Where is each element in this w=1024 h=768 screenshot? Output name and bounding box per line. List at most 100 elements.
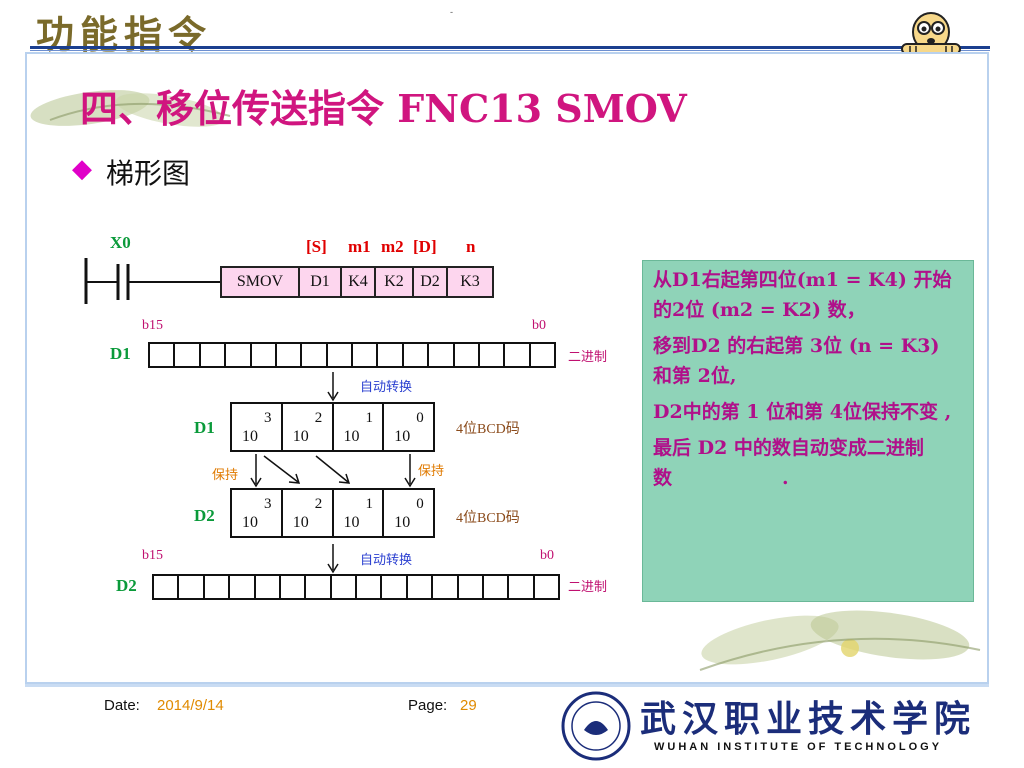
top-reg-type: 二进制 <box>568 350 608 365</box>
bottom-lsb-label: b0 <box>540 548 554 563</box>
bit-cell <box>353 344 379 366</box>
bit-cell <box>378 344 404 366</box>
bit-cell <box>505 344 531 366</box>
operand-d-label: [D] <box>413 237 437 256</box>
footer-page-number: 29 <box>460 697 477 714</box>
bit-cell <box>455 344 480 366</box>
instr-m2: K2 <box>376 268 414 296</box>
bottom-msb-label: b15 <box>142 548 163 563</box>
bit-cell <box>150 344 176 366</box>
operand-m2-label: m2 <box>381 237 404 256</box>
trailing-dot: . <box>782 467 789 489</box>
explanation-line: 最后 D2 中的数自动变成二进制数. <box>653 437 924 489</box>
bcd-d1-type: 4位BCD码 <box>456 422 520 437</box>
down-arrow-icon <box>327 372 339 402</box>
instr-dst: D2 <box>414 268 448 296</box>
frame-bottom-rule <box>25 684 989 687</box>
bit-cell <box>179 576 205 598</box>
instr-n: K3 <box>460 273 480 290</box>
school-name-en: WUHAN INSTITUTE OF TECHNOLOGY <box>654 741 943 753</box>
bit-cell <box>509 576 535 598</box>
operand-n-label: n <box>466 237 476 256</box>
bit-cell <box>429 344 455 366</box>
bcd-d2-type: 4位BCD码 <box>456 511 520 526</box>
explanation-line: 移到D2 的右起第 3位 (n = K3) 和第 2位, <box>653 335 940 387</box>
bit-cell <box>154 576 180 598</box>
bit-cell <box>531 344 554 366</box>
shift-arrows-icon <box>250 454 416 488</box>
bit-cell <box>226 344 252 366</box>
operand-m1-label: m1 <box>348 237 371 256</box>
diamond-bullet-icon: ◆ <box>72 154 92 184</box>
bit-cell <box>357 576 383 598</box>
top-reg-name: D1 <box>110 344 131 363</box>
bit-cell <box>205 576 231 598</box>
bottom-reg-type: 二进制 <box>568 580 608 595</box>
slide-title: 四、移位传送指令 FNC13 SMOV <box>80 86 687 131</box>
bcd-d1-name: D1 <box>194 418 215 437</box>
header-rule <box>30 46 990 49</box>
leaf-decoration-bottom-icon <box>699 610 981 671</box>
top-lsb-label: b0 <box>532 318 546 333</box>
bit-cell <box>408 576 434 598</box>
instruction-box: SMOV D1 K4 K2 D2 K3 <box>220 266 494 298</box>
footer-date: 2014/9/14 <box>157 697 224 714</box>
hold-right-label: 保持 <box>418 464 445 479</box>
bit-cell <box>175 344 201 366</box>
bit-cell <box>535 576 558 598</box>
bit-cell <box>252 344 277 366</box>
bit-cell <box>484 576 510 598</box>
instr-op: SMOV <box>222 268 300 296</box>
bit-cell <box>230 576 256 598</box>
bit-cell <box>332 576 357 598</box>
bit-cell <box>382 576 408 598</box>
bottom-reg-name: D2 <box>116 576 137 595</box>
bit-cell <box>302 344 328 366</box>
footer-page-label: Page: <box>408 697 448 714</box>
hold-left-label: 保持 <box>212 468 239 483</box>
explanation-line: 从D1右起第四位(m1 = K4) 开始的2位 (m2 = K2) 数， <box>653 269 952 321</box>
school-name-cn: 武汉职业技术学院 <box>640 698 977 740</box>
header-rule-thin <box>30 50 990 51</box>
instr-src: D1 <box>300 268 342 296</box>
bullet-text: 梯形图 <box>106 157 191 190</box>
bottom-binary-register <box>152 574 560 600</box>
convert-bottom-label: 自动转换 <box>360 553 413 568</box>
bcd-d2-name: D2 <box>194 506 215 525</box>
bit-cell <box>306 576 332 598</box>
explanation-box: 从D1右起第四位(m1 = K4) 开始的2位 (m2 = K2) 数， 移到D… <box>642 260 974 602</box>
explanation-line: D2中的第 1 位和第 4位保持不变 , <box>653 401 952 423</box>
top-msb-label: b15 <box>142 318 163 333</box>
operand-s-label: [S] <box>306 237 327 256</box>
bit-cell <box>328 344 353 366</box>
header-title: 功能指令 <box>36 12 213 57</box>
bit-cell <box>281 576 307 598</box>
instr-m1: K4 <box>342 268 376 296</box>
bit-cell <box>256 576 281 598</box>
ladder-contact-icon <box>84 258 222 304</box>
leaf-decoration-icon <box>30 90 231 127</box>
convert-top-label: 自动转换 <box>360 380 413 395</box>
bit-cell <box>480 344 506 366</box>
footer-date-label: Date: <box>104 697 140 714</box>
bit-cell <box>404 344 430 366</box>
mascot-icon <box>901 12 961 55</box>
top-binary-register <box>148 342 556 368</box>
contact-label: X0 <box>110 233 131 252</box>
header-mark: - <box>450 8 454 18</box>
bit-cell <box>201 344 227 366</box>
bit-cell <box>277 344 303 366</box>
down-arrow-bottom-icon <box>327 544 339 574</box>
bit-cell <box>459 576 484 598</box>
bit-cell <box>433 576 459 598</box>
